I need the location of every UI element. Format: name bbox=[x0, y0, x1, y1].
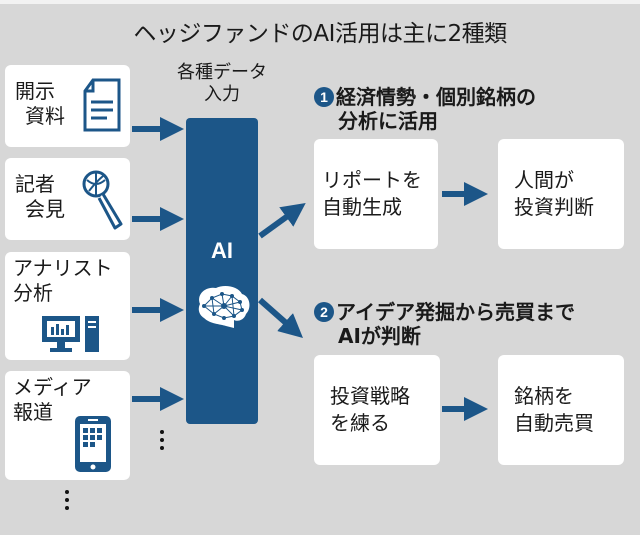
source-analyst-analysis: アナリスト 分析 bbox=[5, 252, 130, 360]
step-auto-trading: 銘柄を 自動売買 bbox=[498, 355, 624, 465]
microphone-icon bbox=[82, 170, 123, 230]
computer-chart-icon bbox=[42, 316, 99, 352]
section-heading-line: AIが判断 bbox=[338, 324, 421, 348]
source-label-line: アナリスト bbox=[13, 256, 113, 280]
arrow-ai-to-section-1 bbox=[258, 202, 306, 239]
ai-label: AI bbox=[211, 238, 233, 263]
source-label-line: 報道 bbox=[13, 400, 53, 424]
input-label-line: 入力 bbox=[204, 84, 240, 105]
source-label-line: 開示 bbox=[15, 79, 55, 103]
step-label-line: 自動生成 bbox=[322, 195, 402, 219]
source-label-line: 資料 bbox=[25, 104, 65, 128]
input-label-line: 各種データ bbox=[177, 62, 267, 83]
section-2-number-badge: 2 bbox=[314, 302, 334, 322]
step-label-line: 投資戦略 bbox=[330, 384, 410, 408]
more-inputs-ellipsis bbox=[160, 430, 166, 454]
source-label-line: 分析 bbox=[13, 281, 53, 305]
step-label-line: 人間が bbox=[514, 168, 574, 192]
arrow-ai-to-section-2 bbox=[258, 297, 303, 338]
tablet-icon bbox=[75, 416, 111, 472]
step-label-line: 自動売買 bbox=[514, 411, 594, 435]
source-media-reports: メディア 報道 bbox=[5, 371, 130, 480]
step-human-decision: 人間が 投資判断 bbox=[498, 139, 624, 249]
step-strategy: 投資戦略 を練る bbox=[314, 355, 440, 465]
ai-engine: AI bbox=[186, 118, 258, 424]
section-1-number-badge: 1 bbox=[314, 87, 334, 107]
brain-network-icon bbox=[198, 286, 250, 328]
source-disclosure-docs: 開示 資料 bbox=[5, 65, 130, 147]
section-heading-line: 分析に活用 bbox=[338, 109, 438, 133]
step-label-line: 銘柄を bbox=[514, 384, 574, 408]
step-label-line: 投資判断 bbox=[514, 195, 594, 219]
step-label-line: リポートを bbox=[322, 168, 422, 192]
document-icon bbox=[83, 78, 121, 132]
source-label-line: 記者 bbox=[15, 172, 55, 196]
section-heading-line: 経済情勢・個別銘柄の bbox=[336, 85, 536, 109]
top-strip bbox=[0, 0, 640, 4]
step-label-line: を練る bbox=[330, 411, 390, 435]
diagram-title: ヘッジファンドのAI活用は主に2種類 bbox=[133, 21, 507, 47]
step-auto-report: リポートを 自動生成 bbox=[314, 139, 438, 249]
source-label-line: 会見 bbox=[25, 197, 65, 221]
source-label-line: メディア bbox=[13, 375, 92, 399]
input-label: 各種データ 入力 bbox=[150, 62, 294, 106]
more-sources-ellipsis bbox=[65, 490, 71, 514]
source-press-conference: 記者 会見 bbox=[5, 158, 130, 240]
section-heading-line: アイデア発掘から売買まで bbox=[336, 300, 575, 324]
